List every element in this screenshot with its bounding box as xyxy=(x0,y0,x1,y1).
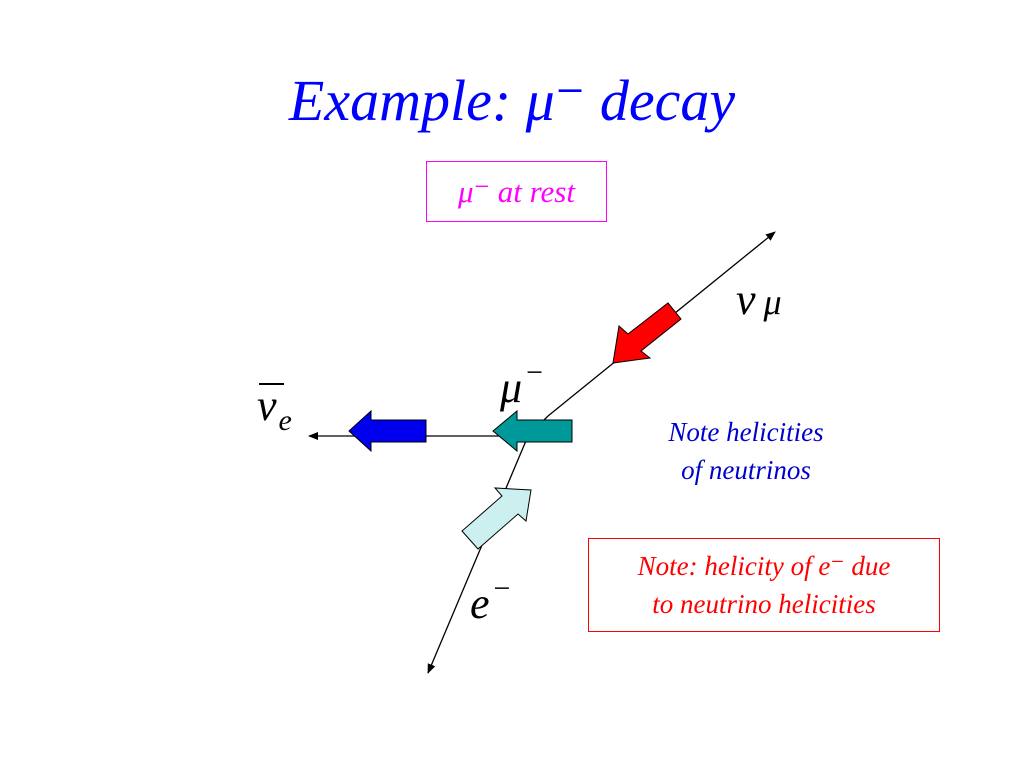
electron-track xyxy=(427,435,529,674)
muon-neutrino-subscript: μ xyxy=(763,282,782,322)
muon-symbol: μ xyxy=(500,363,523,412)
antineutrino-spin-arrow xyxy=(348,409,427,453)
note-helicities-line-2: of neutrinos xyxy=(681,455,811,485)
slide-title: Example: μ⁻ decay xyxy=(288,68,736,133)
electron-symbol: e xyxy=(470,579,490,628)
antineutrino-subscript: e xyxy=(278,404,292,437)
muon-neutrino-symbol: ν xyxy=(736,275,756,324)
note-electron-line-1: Note: helicity of e⁻ due xyxy=(637,551,891,581)
muon-label: μ− xyxy=(500,356,544,413)
note-electron-line-2: to neutrino helicities xyxy=(652,589,876,619)
electron-superscript: − xyxy=(491,572,512,605)
muon-at-rest-box: μ⁻ at rest xyxy=(426,161,607,222)
note-helicities-line-1: Note helicities xyxy=(668,417,824,447)
antineutrino-label: νe xyxy=(257,380,292,437)
muon-neutrino-spin-arrow xyxy=(612,302,682,364)
note-electron-box: Note: helicity of e⁻ due to neutrino hel… xyxy=(588,538,940,632)
muon-spin-arrow xyxy=(492,409,573,453)
electron-spin-arrow xyxy=(461,487,532,550)
note-helicities: Note helicities of neutrinos xyxy=(616,413,876,489)
antineutrino-symbol: ν xyxy=(257,381,277,430)
electron-label: e− xyxy=(470,572,512,629)
muon-superscript: − xyxy=(524,356,545,389)
